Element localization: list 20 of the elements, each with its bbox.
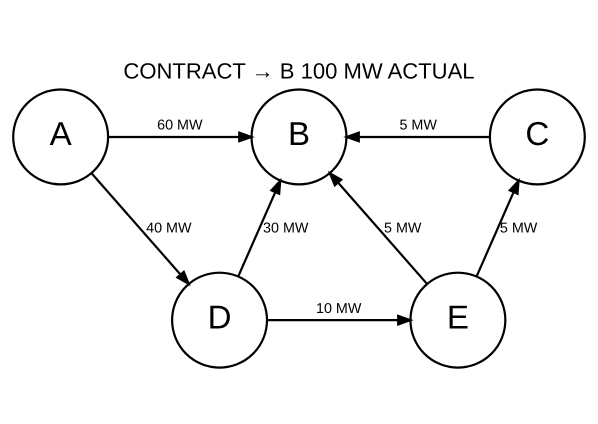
edge-label: 40 MW <box>146 220 192 236</box>
diagram-title: CONTRACT → B 100 MW ACTUAL <box>123 58 475 84</box>
arrow <box>328 170 428 285</box>
node-circle: C <box>488 88 586 186</box>
node-circle: E <box>409 272 506 369</box>
arrow <box>90 172 191 286</box>
arrow <box>267 314 414 326</box>
edge-label: 60 MW <box>157 118 203 134</box>
arrow <box>476 178 520 277</box>
edge-label: 5 MW <box>500 220 538 236</box>
node-circle: B <box>250 88 348 186</box>
arrow <box>343 131 490 143</box>
edge-label: 10 MW <box>316 300 362 317</box>
edge-label: 5 MW <box>399 118 437 134</box>
node-circle: A <box>12 88 110 186</box>
arrow <box>237 178 282 277</box>
edge-label: 5 MW <box>384 220 422 236</box>
node-circle: D <box>171 272 268 369</box>
arrow <box>108 131 255 143</box>
edge-label: 30 MW <box>263 220 308 236</box>
